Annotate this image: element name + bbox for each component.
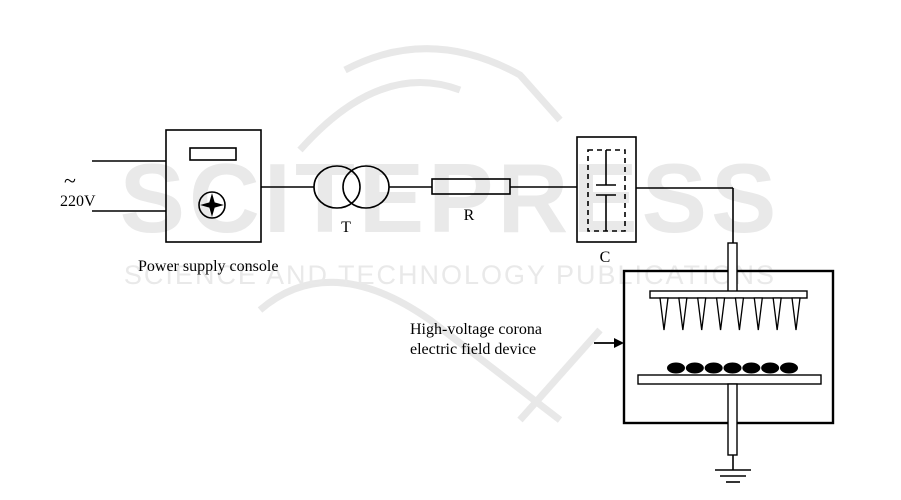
sample: [686, 363, 704, 374]
transformer-label: T: [341, 219, 351, 236]
sample: [761, 363, 779, 374]
needle: [735, 298, 743, 330]
lower-electrode-rod: [728, 384, 737, 455]
sample: [667, 363, 685, 374]
needle: [754, 298, 762, 330]
needle: [660, 298, 668, 330]
device-label-line2: electric field device: [410, 341, 536, 358]
upper-electrode-plate: [650, 291, 807, 298]
device-pointer-arrow: [594, 338, 624, 348]
sample: [742, 363, 760, 374]
needle: [792, 298, 800, 330]
needle-array: [660, 298, 800, 330]
source-voltage-label: 220V: [60, 193, 96, 210]
resistor-label: R: [464, 207, 475, 224]
console-label: Power supply console: [138, 258, 278, 275]
needle: [717, 298, 725, 330]
sample: [724, 363, 742, 374]
ac-symbol: ~: [64, 168, 76, 193]
ground-icon: [715, 455, 751, 482]
needle: [773, 298, 781, 330]
capacitor-label: C: [600, 249, 611, 266]
sample: [780, 363, 798, 374]
lower-electrode-plate: [638, 375, 821, 384]
needle: [698, 298, 706, 330]
sample-row: [667, 363, 798, 374]
needle: [679, 298, 687, 330]
sample: [705, 363, 723, 374]
device-label-line1: High-voltage corona: [410, 321, 542, 338]
upper-electrode-rod: [728, 243, 737, 293]
